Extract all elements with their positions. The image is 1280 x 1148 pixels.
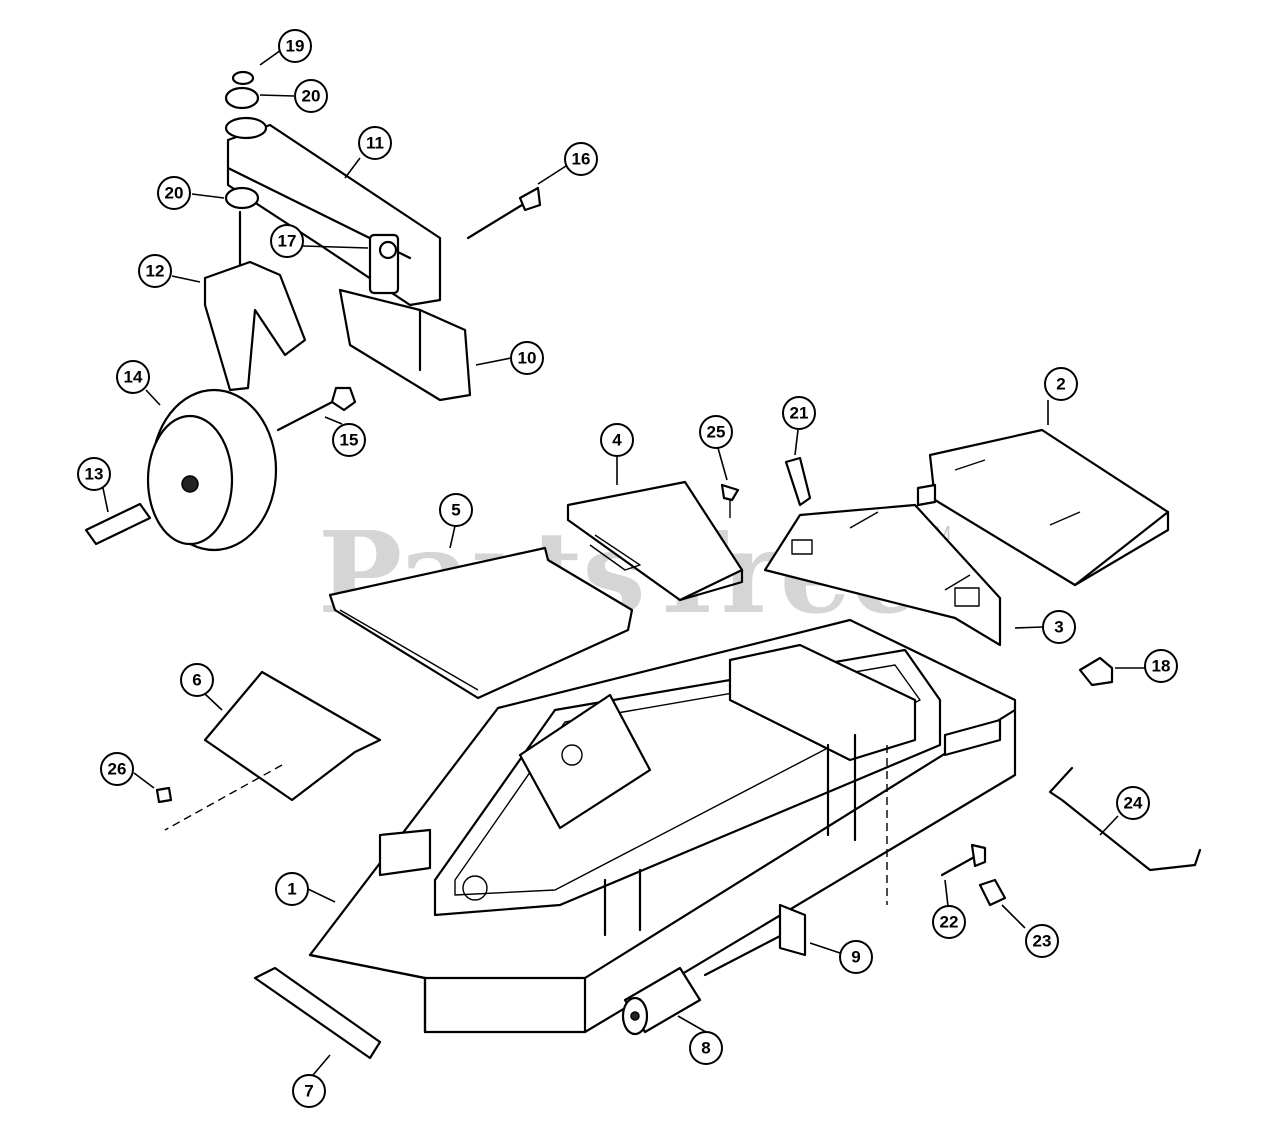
callout-3-label: 3 bbox=[1054, 618, 1063, 637]
callout-5-label: 5 bbox=[451, 501, 460, 520]
part-pin-16[interactable] bbox=[466, 186, 542, 240]
callout-25: 25 bbox=[699, 415, 733, 449]
callout-10-label: 10 bbox=[518, 349, 537, 368]
part-bearing-20-top[interactable] bbox=[224, 86, 260, 110]
part-wheel[interactable] bbox=[146, 388, 278, 552]
part-roller-bracket[interactable] bbox=[703, 903, 807, 977]
callout-23: 23 bbox=[1025, 924, 1059, 958]
callout-2: 2 bbox=[1044, 367, 1078, 401]
part-axle-bolt[interactable] bbox=[276, 386, 357, 432]
callout-9-label: 9 bbox=[851, 948, 860, 967]
callout-17-label: 17 bbox=[278, 232, 297, 251]
callout-10: 10 bbox=[510, 341, 544, 375]
part-screw-26[interactable] bbox=[155, 786, 173, 804]
callout-8-label: 8 bbox=[701, 1039, 710, 1058]
callout-1: 1 bbox=[275, 872, 309, 906]
part-cover-box[interactable] bbox=[566, 480, 744, 602]
part-pin-17[interactable] bbox=[378, 240, 398, 260]
part-arm-bracket[interactable] bbox=[338, 288, 472, 402]
callout-20-top-label: 20 bbox=[302, 87, 321, 106]
callout-11: 11 bbox=[358, 126, 392, 160]
callout-9: 9 bbox=[839, 940, 873, 974]
part-skid-plate[interactable] bbox=[253, 966, 382, 1060]
callout-24-label: 24 bbox=[1124, 794, 1143, 813]
part-bearing-20-bottom[interactable] bbox=[224, 186, 260, 210]
callout-11-label: 11 bbox=[366, 134, 384, 153]
part-roller[interactable] bbox=[621, 966, 702, 1036]
part-caster-fork[interactable] bbox=[203, 210, 307, 392]
part-side-plate[interactable] bbox=[164, 670, 382, 831]
callout-6-label: 6 bbox=[192, 671, 201, 690]
part-latch-18[interactable] bbox=[1078, 656, 1114, 687]
part-cap-23[interactable] bbox=[978, 878, 1007, 907]
callout-22: 22 bbox=[932, 905, 966, 939]
callout-20-bottom-label: 20 bbox=[165, 184, 184, 203]
part-brace-24[interactable] bbox=[1048, 766, 1202, 872]
callout-26-label: 26 bbox=[108, 760, 127, 779]
callout-14-label: 14 bbox=[124, 368, 143, 387]
part-nut-19[interactable] bbox=[231, 70, 255, 86]
callout-23-label: 23 bbox=[1033, 932, 1052, 951]
callout-25-label: 25 bbox=[707, 423, 726, 442]
callout-12: 12 bbox=[138, 254, 172, 288]
callout-15-label: 15 bbox=[340, 431, 359, 450]
part-bolt-22[interactable] bbox=[940, 843, 987, 877]
callout-19: 19 bbox=[278, 29, 312, 63]
callout-16-label: 16 bbox=[572, 150, 591, 169]
callout-7: 7 bbox=[292, 1074, 326, 1108]
callout-15: 15 bbox=[332, 423, 366, 457]
callout-18: 18 bbox=[1144, 649, 1178, 683]
callout-8: 8 bbox=[689, 1031, 723, 1065]
callout-5: 5 bbox=[439, 493, 473, 527]
callout-4-label: 4 bbox=[612, 431, 622, 450]
callout-14: 14 bbox=[116, 360, 150, 394]
part-spacer-tube[interactable] bbox=[84, 502, 152, 546]
callout-22-label: 22 bbox=[940, 913, 959, 932]
part-deck-plate[interactable] bbox=[328, 546, 634, 700]
callout-13-label: 13 bbox=[85, 465, 104, 484]
callout-12-label: 12 bbox=[146, 262, 165, 281]
callout-13: 13 bbox=[77, 457, 111, 491]
part-belt-cover[interactable] bbox=[916, 428, 1170, 587]
callout-18-label: 18 bbox=[1152, 657, 1171, 676]
callout-4: 4 bbox=[600, 423, 634, 457]
callout-2-label: 2 bbox=[1056, 375, 1065, 394]
part-shield-plate[interactable] bbox=[763, 503, 1002, 647]
callout-19-label: 19 bbox=[286, 37, 305, 56]
callout-21: 21 bbox=[782, 396, 816, 430]
callout-24: 24 bbox=[1116, 786, 1150, 820]
callout-20-bottom: 20 bbox=[157, 176, 191, 210]
callouts: 1 2 3 4 5 6 7 8 9 10 11 12 13 14 15 16 1… bbox=[77, 29, 1178, 1108]
callout-21-label: 21 bbox=[790, 404, 809, 423]
part-wing-nut-25[interactable] bbox=[720, 483, 740, 518]
callout-16: 16 bbox=[564, 142, 598, 176]
callout-1-label: 1 bbox=[287, 880, 296, 899]
callout-20-top: 20 bbox=[294, 79, 328, 113]
callout-26: 26 bbox=[100, 752, 134, 786]
part-knob-21[interactable] bbox=[784, 456, 812, 507]
callout-6: 6 bbox=[180, 663, 214, 697]
part-mower-deck[interactable] bbox=[308, 618, 1017, 1034]
callout-7-label: 7 bbox=[304, 1082, 313, 1101]
callout-17: 17 bbox=[270, 224, 304, 258]
callout-3: 3 bbox=[1042, 610, 1076, 644]
